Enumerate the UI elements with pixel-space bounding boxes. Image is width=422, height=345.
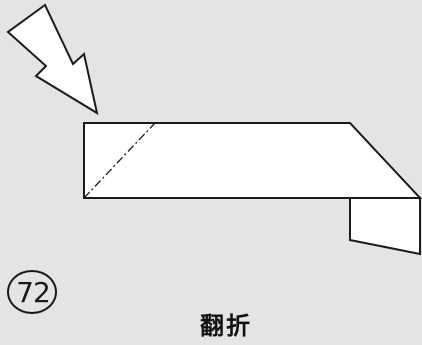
fold-line <box>83 122 156 199</box>
fold-direction-arrow-icon <box>6 3 99 116</box>
back-flap <box>349 197 421 256</box>
step-number-circle <box>7 270 57 314</box>
step-number: 72 <box>16 275 51 309</box>
paper-strip <box>83 122 422 199</box>
fold-instruction-caption: 翻折 <box>200 312 252 340</box>
